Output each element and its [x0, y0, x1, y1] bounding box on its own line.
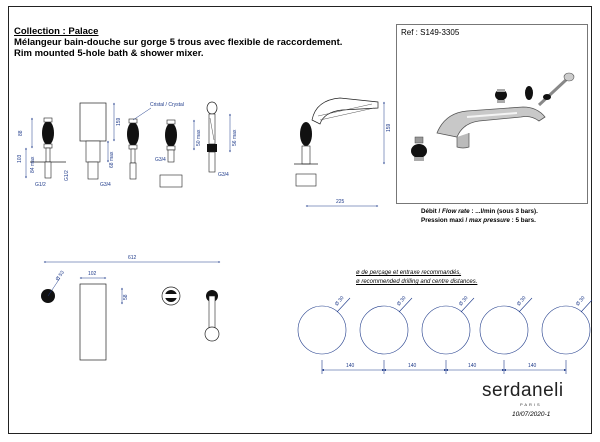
hole-spacing-3: 140 [468, 363, 477, 369]
reference-label: Ref : S149-3305 [401, 28, 460, 37]
collection-title: Collection : Palace [14, 26, 99, 37]
dim-handle-height: 88 [18, 130, 24, 136]
drawing-frame [8, 6, 592, 434]
brand-logo: serdaneli [482, 380, 564, 401]
dim-spout-height: 159 [116, 117, 122, 126]
dim-plan-width: 612 [128, 255, 137, 261]
drilling-note-fr: ø de perçage et entraxe recommandés, [356, 270, 462, 276]
label-thread-g34c: G3/4 [218, 172, 229, 178]
dim-side-height: 159 [386, 123, 392, 132]
pressure-spec: Pression maxi / max pressure : 5 bars. [421, 217, 536, 224]
plan-view [41, 283, 220, 361]
hole-dia-5: Ø 30 [575, 295, 587, 307]
dim-side-depth: 225 [336, 199, 345, 205]
label-thread-g34b: G3/4 [155, 157, 166, 163]
front-handshower-holder [206, 101, 218, 173]
hole-dia-2: Ø 30 [396, 295, 408, 307]
dim-under-spout: 68 max [109, 151, 115, 168]
front-diverter [159, 119, 183, 188]
product-render [411, 72, 575, 161]
dim-under-deck: 84 max [30, 156, 36, 173]
drilling-holes [297, 297, 593, 374]
dim-valve-50: 50 max [196, 129, 202, 146]
revision-date: 10/07/2020-1 [512, 411, 551, 418]
label-thread-g12b: G1/2 [64, 170, 70, 181]
hole-dia-4: Ø 30 [516, 295, 528, 307]
hole-spacing-2: 140 [408, 363, 417, 369]
label-thread-g12: G1/2 [35, 182, 46, 188]
dim-valve-56: 56 max [232, 129, 238, 146]
flow-rate-spec: Débit / Flow rate : ...l/min (sous 3 bar… [421, 208, 538, 215]
product-title-fr: Mélangeur bain-douche sur gorge 5 trous … [14, 37, 343, 48]
hole-spacing-1: 140 [346, 363, 355, 369]
dim-plan-small: 58 [123, 294, 129, 300]
reference-panel: Ref : S149-3305 [396, 24, 588, 204]
front-spout-body [79, 102, 107, 180]
hole-spacing-4: 140 [528, 363, 537, 369]
dim-body-total: 103 [17, 154, 23, 163]
side-view-spout [294, 97, 379, 187]
hole-dia-3: Ø 30 [458, 295, 470, 307]
dim-plan-handle: Ø 53 [55, 270, 66, 283]
brand-city: PARIS [520, 402, 542, 407]
product-title-en: Rim mounted 5-hole bath & shower mixer. [14, 48, 204, 59]
dim-plan-spout: 102 [88, 271, 97, 277]
hole-dia-1: Ø 30 [334, 295, 346, 307]
front-crystal-handle [127, 118, 139, 180]
label-crystal: Cristal / Crystal [150, 102, 184, 108]
front-left-handle [30, 117, 66, 179]
label-thread-g34: G3/4 [100, 182, 111, 188]
drilling-note-en: ø recommended drilling and centre distan… [356, 279, 478, 285]
